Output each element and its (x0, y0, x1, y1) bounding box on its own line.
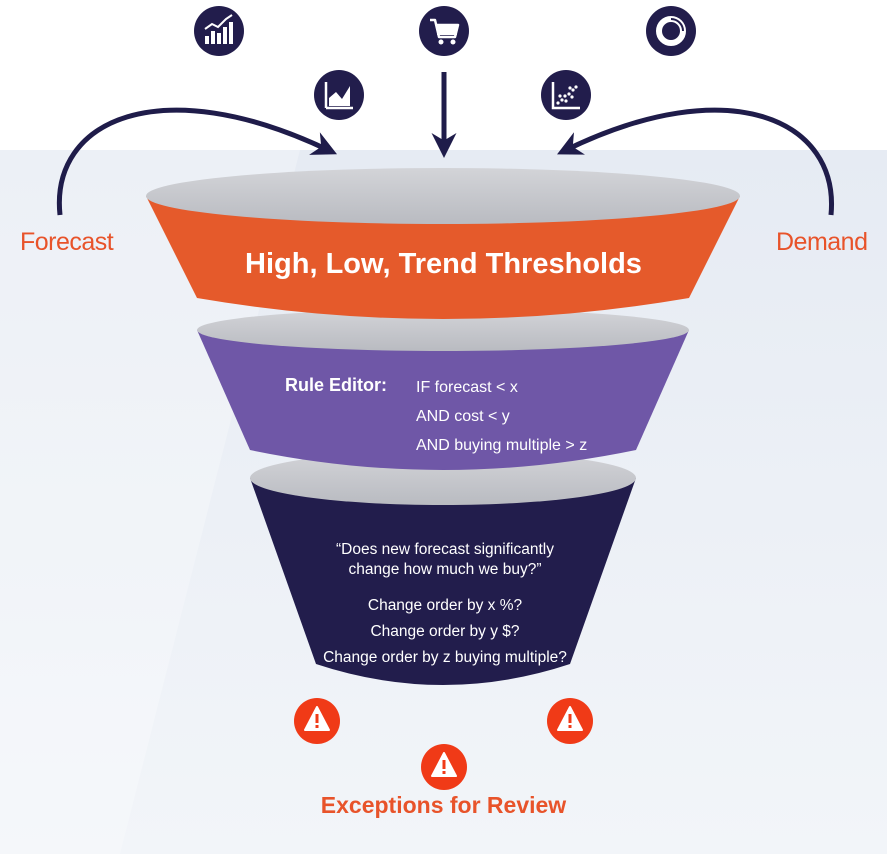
question-line: “Does new forecast significantly (336, 541, 554, 558)
funnel-top-section (146, 196, 740, 319)
demand-arrow (557, 107, 834, 216)
question-line: change how much we buy?” (348, 561, 542, 578)
cart-icon (419, 6, 469, 56)
rule-line: AND buying multiple > z (416, 437, 588, 454)
warning-icon (421, 744, 467, 790)
change-line: Change order by z buying multiple? (323, 649, 567, 666)
change-line: Change order by x %? (367, 597, 523, 614)
funnel-top-rim (146, 168, 740, 224)
funnel-bottom-section (250, 478, 636, 685)
change-line: Change order by y $? (370, 623, 520, 640)
bar-chart-icon (194, 6, 244, 56)
line-chart-icon (314, 70, 364, 120)
donut-chart-icon (646, 6, 696, 56)
rule-line: AND cost < y (416, 408, 510, 425)
rule-editor-label: Rule Editor: (285, 375, 387, 395)
funnel-middle-rim (197, 309, 689, 351)
rule-line: IF forecast < x (416, 379, 518, 396)
demand-label: Demand (776, 228, 868, 256)
warning-icon (294, 698, 340, 744)
forecast-label: Forecast (20, 228, 114, 256)
exceptions-label: Exceptions for Review (320, 792, 567, 818)
thresholds-title: High, Low, Trend Thresholds (245, 248, 642, 280)
funnel-middle-section (197, 330, 689, 470)
warning-icon (547, 698, 593, 744)
forecast-arrow (56, 107, 338, 216)
scatter-chart-icon (541, 70, 591, 120)
